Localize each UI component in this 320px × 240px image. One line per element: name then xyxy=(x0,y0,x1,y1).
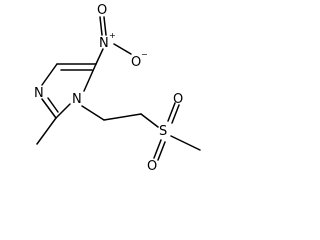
bond-n3-c2-double xyxy=(47,97,59,113)
bond-nitro-n-o-top-double xyxy=(103,16,107,36)
bond-nitro-n-o-top xyxy=(99,16,103,36)
bond-s-o-bottom xyxy=(153,139,162,159)
bond-c5-nitro-n xyxy=(95,48,104,65)
atom-ring-n1: N xyxy=(72,92,82,107)
bond-n1-c5 xyxy=(83,63,97,92)
atom-nitro-o-top: O xyxy=(97,3,107,18)
bond-s-o-bottom-double xyxy=(157,141,166,161)
bond-s-o-top-double xyxy=(171,104,180,124)
charge-nitro-n: + xyxy=(109,31,116,40)
atom-nitro-o-right: O xyxy=(131,55,141,70)
bond-n3-c2 xyxy=(41,98,57,119)
atom-sulfonyl-s: S xyxy=(159,124,167,139)
charge-nitro-o: − xyxy=(141,50,148,59)
molecule-drawing: N + O O − N N S O O xyxy=(34,3,201,174)
structure-diagram: N + O O − N N S O O xyxy=(0,0,214,178)
bond-s-methyl xyxy=(170,135,201,151)
bond-c2-methyl xyxy=(36,117,57,145)
bond-c2-n1 xyxy=(55,103,71,119)
bond-ch2-ch2 xyxy=(103,113,142,121)
atom-ring-n3: N xyxy=(34,86,44,101)
bond-n1-ch2 xyxy=(81,105,105,121)
bond-s-o-top xyxy=(167,102,176,122)
bond-ch2-s xyxy=(140,113,159,128)
atom-sulfonyl-o-bottom: O xyxy=(147,159,157,174)
bond-nitro-n-o-right xyxy=(113,43,132,55)
bond-c4-n3 xyxy=(41,63,58,86)
atom-sulfonyl-o-top: O xyxy=(173,92,183,107)
atom-nitro-n: N xyxy=(99,36,109,51)
